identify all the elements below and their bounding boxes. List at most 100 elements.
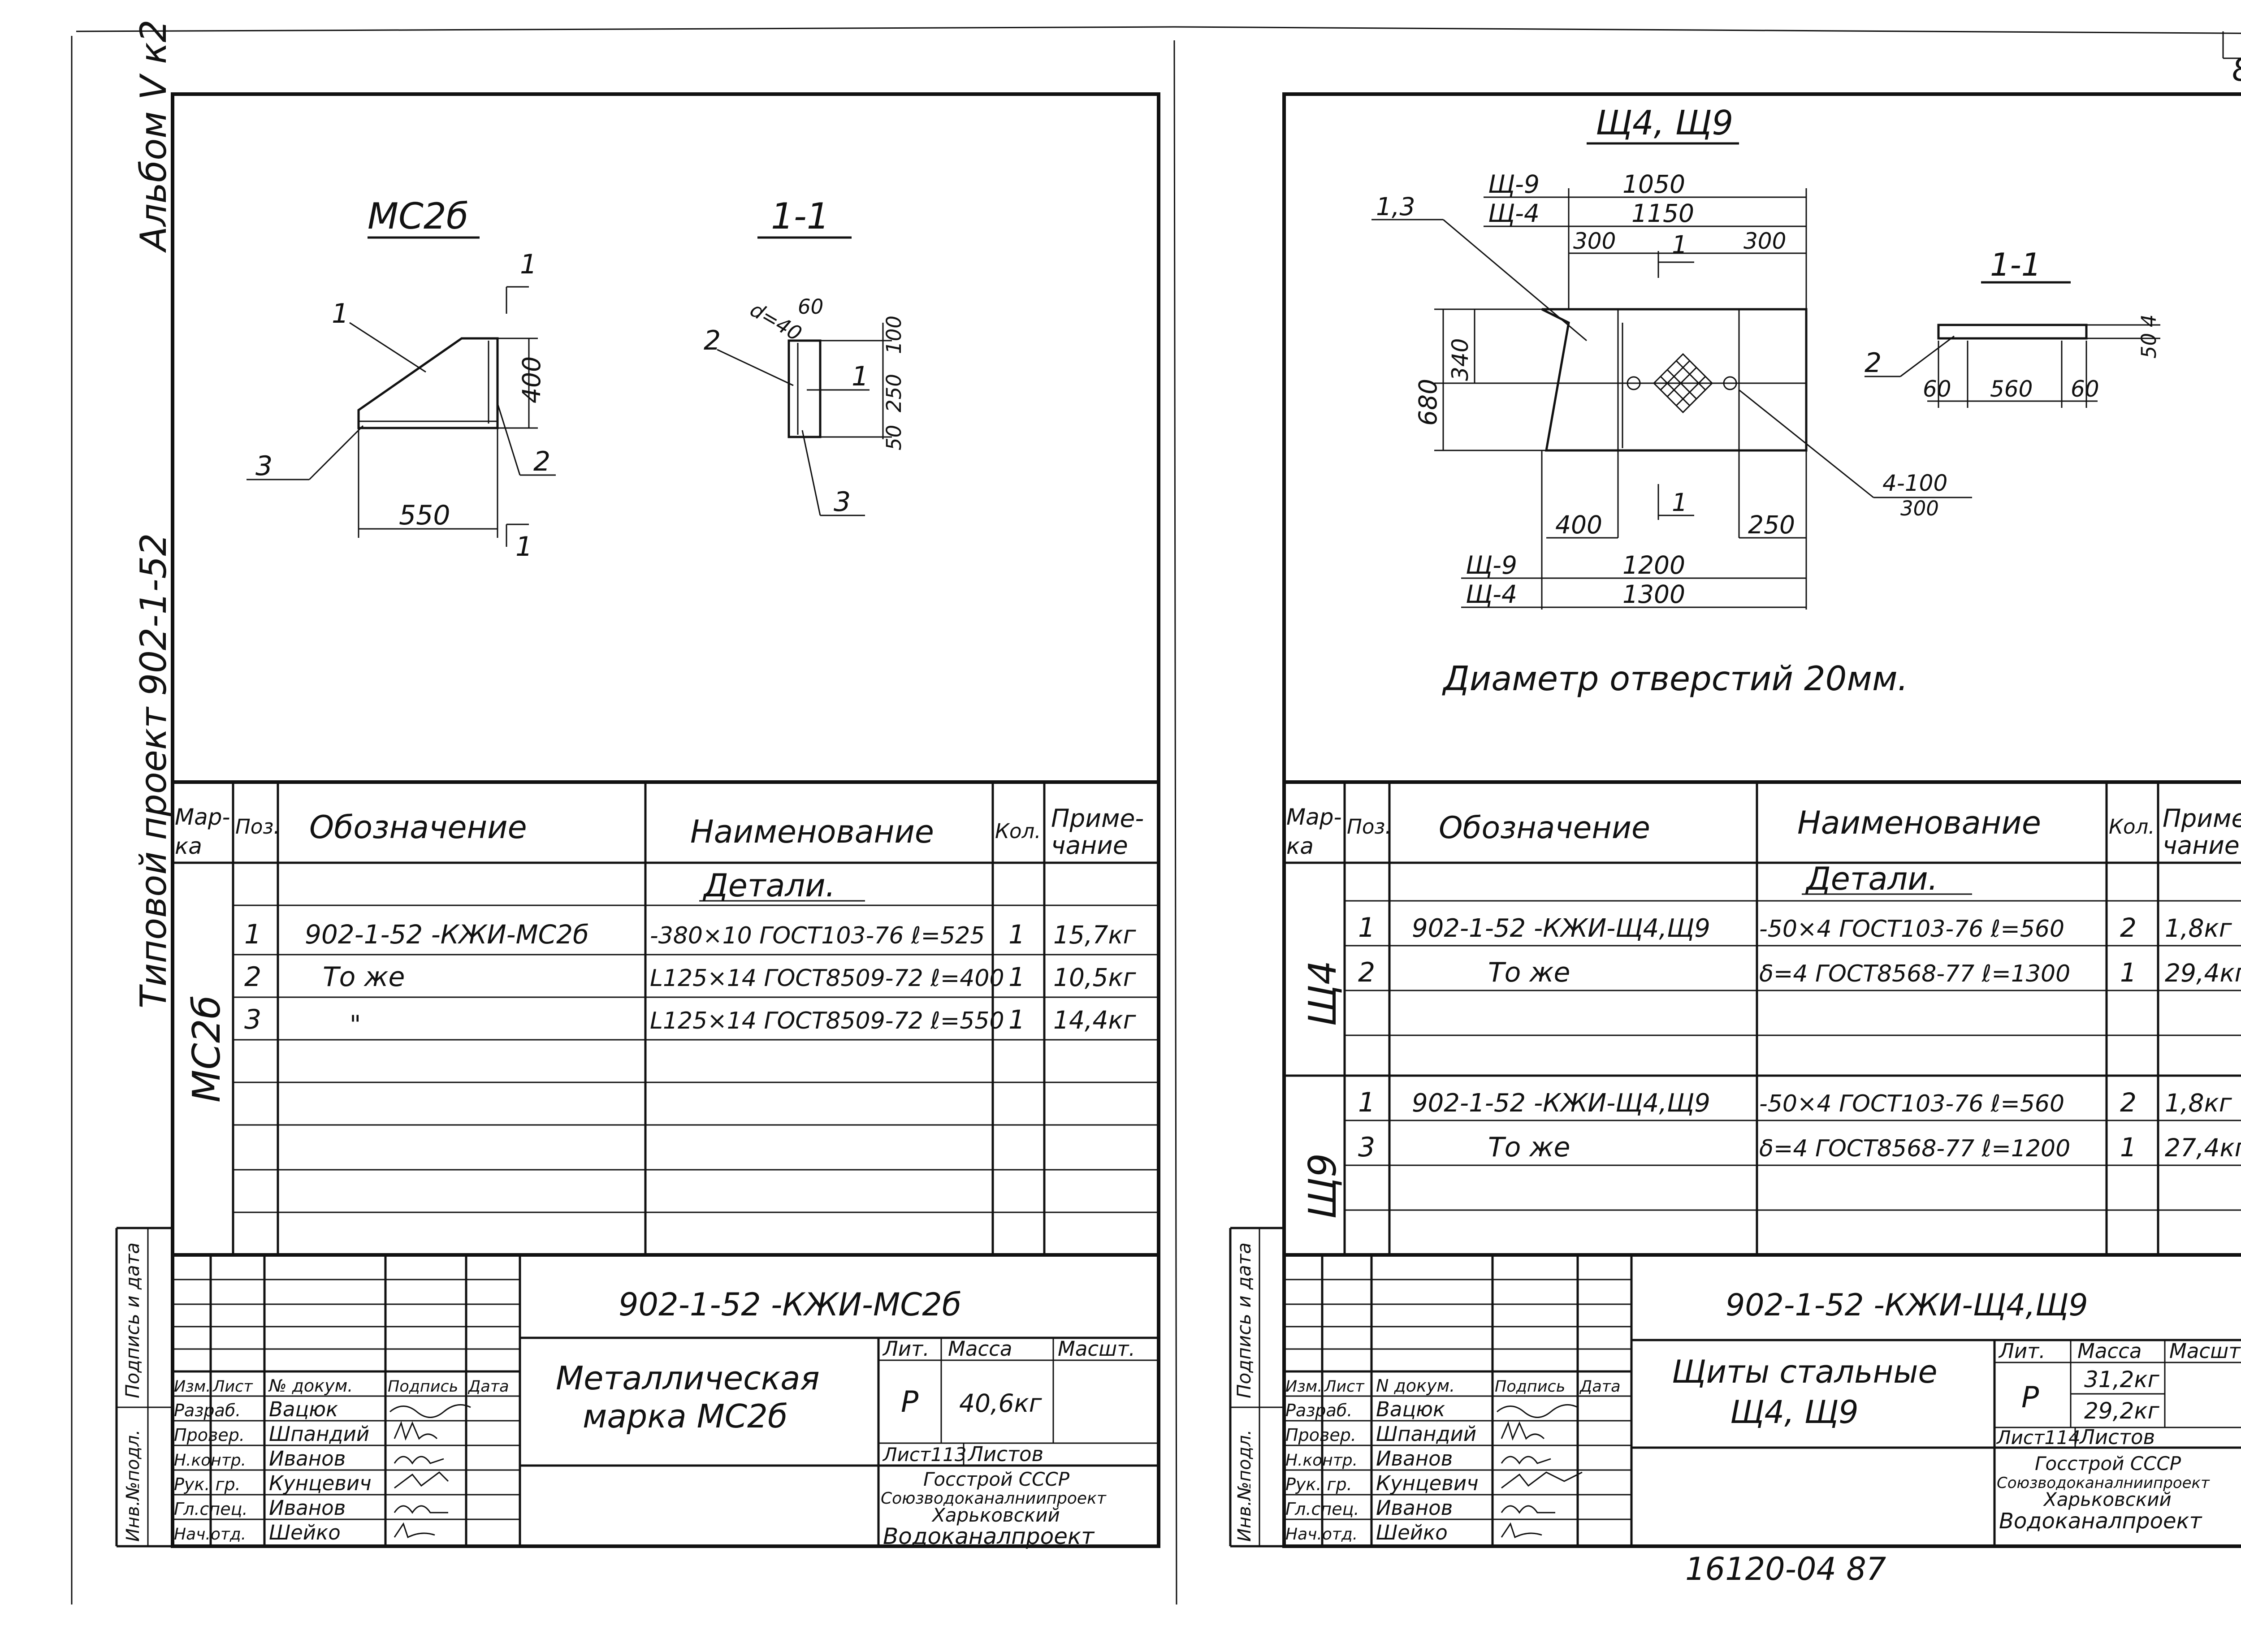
right-dim-sh9: Щ-9 xyxy=(1488,170,1540,199)
left-sec-60: 60 xyxy=(798,295,823,319)
left-sec-250: 250 xyxy=(882,374,906,412)
left-th-mark2: ка xyxy=(175,833,202,859)
right-dim-1200: 1200 xyxy=(1622,551,1685,579)
right-tb-role-2: Провер. xyxy=(1285,1425,1356,1445)
right-sec-4: 4 xyxy=(2137,314,2161,327)
left-tb-role-3: Н.контр. xyxy=(174,1451,246,1470)
left-cut-label-top: 1 xyxy=(520,249,537,280)
left-row1-note: 15,7кг xyxy=(1053,921,1137,949)
right-row4-pos: 3 xyxy=(1358,1132,1375,1163)
left-tb-role-2: Провер. xyxy=(174,1425,245,1445)
right-tb-name-4: Кунцевич xyxy=(1376,1471,1479,1495)
left-tb-lit: Р xyxy=(901,1385,919,1419)
left-cut-label-bottom: 1 xyxy=(515,531,532,562)
left-tb-col-sign: Подпись xyxy=(388,1378,458,1396)
right-signatures xyxy=(1497,1404,1583,1539)
left-tb-sheets: Листов xyxy=(967,1442,1043,1466)
right-tb-role-4: Рук. гр. xyxy=(1285,1475,1352,1494)
right-weld: 4-100 xyxy=(1882,470,1947,496)
left-sec-100: 100 xyxy=(882,316,906,354)
right-sec-50: 50 xyxy=(2137,333,2161,359)
right-dim-680: 680 xyxy=(1414,379,1442,426)
left-tb-lit-label: Лит. xyxy=(882,1337,930,1361)
right-th-mark2: ка xyxy=(1286,833,1314,859)
right-mark-1-vertical: Щ4 xyxy=(1301,960,1345,1026)
left-tb-role-5: Гл.спец. xyxy=(174,1499,248,1519)
right-tb-col-izm: Изм. xyxy=(1285,1378,1322,1396)
left-row2-note: 10,5кг xyxy=(1053,963,1137,992)
project-side-label: Типовой проект 902-1-52 xyxy=(133,533,174,1008)
right-section-title: 1-1 xyxy=(1990,247,2041,283)
right-row3-note: 1,8кг xyxy=(2165,1089,2232,1117)
right-th-note2: чание xyxy=(2163,831,2240,860)
right-row3-des: 902-1-52 -КЖИ-Щ4,Щ9 xyxy=(1412,1089,1710,1118)
left-row2-pos: 2 xyxy=(244,961,261,993)
right-row4-note: 27,4кг xyxy=(2165,1133,2241,1162)
right-title-block: 902-1-52 -КЖИ-Щ4,Щ9 Щиты стальные Щ4, Щ9… xyxy=(1229,1227,2241,1548)
right-sec-560: 560 xyxy=(1990,376,2033,402)
right-row1-note: 1,8кг xyxy=(2165,914,2232,943)
left-tb-col-list: Лист xyxy=(212,1378,253,1396)
left-tb-name-4: Кунцевич xyxy=(269,1471,372,1495)
left-th-qty: Кол. xyxy=(995,819,1041,843)
right-dim-sh4: Щ-4 xyxy=(1488,199,1540,228)
left-tb-scale-label: Масшт. xyxy=(1058,1337,1135,1361)
right-th-mark: Мар- xyxy=(1286,804,1342,830)
right-tb-col-sign: Подпись xyxy=(1495,1378,1565,1396)
right-tb-col-doc: N докум. xyxy=(1376,1376,1455,1396)
left-tb-org4: Водоканалпроект xyxy=(883,1523,1095,1549)
right-tb-lit: Р xyxy=(2021,1381,2039,1414)
left-th-mark: Мар- xyxy=(175,804,230,830)
left-row1-qty: 1 xyxy=(1008,919,1025,950)
left-tb-mass: 40,6кг xyxy=(959,1389,1043,1418)
right-tb-sheets: Листов xyxy=(2079,1425,2155,1449)
right-tb-name1: Щиты стальные xyxy=(1672,1354,1938,1390)
left-row2-qty: 1 xyxy=(1008,962,1025,992)
left-row3-name: L125×14 ГОСТ8509-72 ℓ=550 xyxy=(650,1008,1004,1034)
right-sec-leader-2: 2 xyxy=(1865,347,1882,379)
right-th-note: Приме- xyxy=(2163,804,2241,833)
left-sheet: МС2б 1-1 400 550 1 1 1 2 xyxy=(115,92,1160,1549)
left-drawing-title: МС2б xyxy=(368,195,468,237)
right-tb-name-1: Вацюк xyxy=(1376,1397,1445,1421)
right-tb-side-2: Инв.№подл. xyxy=(1234,1429,1255,1542)
right-dim-sh9b: Щ-9 xyxy=(1466,551,1517,579)
right-dim-1150: 1150 xyxy=(1631,199,1694,228)
right-weld-2: 300 xyxy=(1900,497,1939,520)
left-tb-name-5: Иванов xyxy=(269,1496,346,1520)
left-th-pos: Поз. xyxy=(235,815,280,839)
right-note: Диаметр отверстий 20мм. xyxy=(1442,659,1908,698)
right-tb-col-list: Лист xyxy=(1324,1378,1365,1396)
right-dim-sh4b: Щ-4 xyxy=(1466,580,1517,609)
left-tb-side-2: Инв.№подл. xyxy=(123,1429,143,1542)
right-cut-label-top: 1 xyxy=(1672,230,1687,259)
right-tb-org2: Союзводоканалниипроект xyxy=(1997,1474,2210,1492)
left-tb-name-1: Вацюк xyxy=(269,1397,338,1421)
left-spec-table: Мар- ка Поз. Обозначение Наименование Ко… xyxy=(173,780,1159,1255)
right-sec-60a: 60 xyxy=(1923,376,1951,402)
right-tb-role-1: Разраб. xyxy=(1285,1401,1352,1420)
left-title-block: 902-1-52 -КЖИ-МС2б Металлическая марка М… xyxy=(115,1227,1159,1549)
left-tb-col-izm: Изм. xyxy=(174,1378,211,1396)
right-tb-role-6: Нач.отд. xyxy=(1285,1525,1358,1544)
right-tb-sheet: Лист114 xyxy=(1996,1427,2081,1449)
right-spec-table: Мар- ка Поз. Обозначение Наименование Ко… xyxy=(1284,780,2241,1255)
right-sec-60b: 60 xyxy=(2071,376,2099,402)
right-row2-note: 29,4кг xyxy=(2165,959,2241,987)
right-cut-label-bottom: 1 xyxy=(1672,488,1687,517)
left-row1-des: 902-1-52 -КЖИ-МС2б xyxy=(305,919,589,950)
page-frame xyxy=(71,26,2241,1605)
bottom-stamp: 16120-04 87 xyxy=(1685,1551,1886,1587)
left-mark-vertical: МС2б xyxy=(185,995,229,1103)
right-row3-qty: 2 xyxy=(2120,1087,2137,1118)
left-th-note2: чание xyxy=(1051,831,1128,860)
left-tb-col-doc: № докум. xyxy=(268,1376,353,1396)
left-row3-qty: 1 xyxy=(1008,1004,1025,1035)
left-tb-mass-label: Масса xyxy=(948,1337,1012,1361)
left-tb-name2: марка МС2б xyxy=(583,1397,787,1435)
right-tb-col-date: Дата xyxy=(1579,1378,1621,1396)
right-th-qty: Кол. xyxy=(2109,815,2155,839)
right-dim-340: 340 xyxy=(1447,338,1473,381)
right-dim-250: 250 xyxy=(1748,510,1795,539)
